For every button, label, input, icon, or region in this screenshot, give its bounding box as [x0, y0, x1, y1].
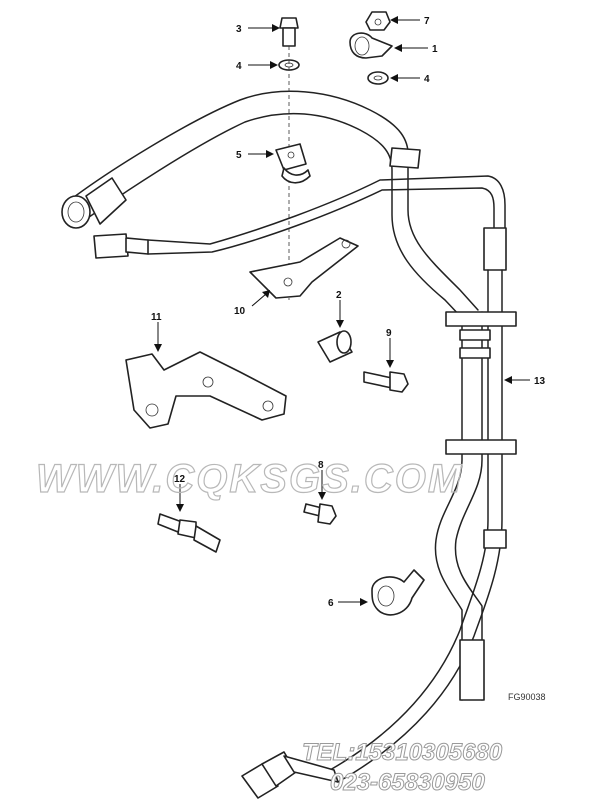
thin-tube-assembly	[93, 175, 507, 271]
bundle-clamp-upper	[445, 311, 517, 327]
figure-code: FG90038	[508, 692, 546, 702]
callout-12: 12	[174, 474, 186, 485]
bundle-clamp-lower	[445, 439, 517, 455]
callout-8: 8	[318, 460, 324, 471]
callout-2: 2	[336, 290, 342, 301]
callout-labels: 3 4 5 7 1 4 10 2 9 11 13 12 8 6	[151, 16, 546, 609]
tube-sleeve	[483, 227, 507, 271]
callout-9: 9	[386, 328, 392, 339]
part-clamp-1	[349, 32, 393, 59]
callout-10: 10	[234, 306, 246, 317]
part-bracket-11	[125, 351, 287, 429]
part-bolt-3	[278, 17, 300, 300]
part-clamp-5	[275, 143, 311, 184]
callout-1: 1	[432, 44, 438, 55]
callout-7: 7	[424, 16, 430, 27]
plug-left	[93, 233, 129, 259]
pipe-fitting	[483, 529, 507, 549]
callout-6: 6	[328, 598, 334, 609]
lower-fitting	[241, 751, 339, 799]
upper-tube-assembly	[61, 90, 479, 319]
contact-tel: TEL:15310305680	[302, 739, 503, 766]
hose-sleeve	[85, 177, 127, 225]
part-bolt-8	[303, 503, 337, 525]
callout-13: 13	[534, 376, 546, 387]
hose-end-left	[61, 195, 91, 229]
callout-11: 11	[151, 312, 162, 323]
hose-sleeve-lower	[459, 639, 485, 701]
part-bolt-9	[363, 371, 409, 393]
watermark-text: WWW.CQKSGS.COM	[36, 457, 463, 501]
part-bracket-10	[249, 237, 359, 299]
leader-lines	[154, 16, 530, 606]
part-stud-12	[157, 513, 221, 553]
part-spacer-2	[317, 330, 353, 363]
callout-5: 5	[236, 150, 242, 161]
callout-3: 3	[236, 24, 242, 35]
part-clamp-6	[371, 569, 425, 616]
washer-4-right	[367, 71, 389, 85]
part-nut-7	[365, 11, 391, 31]
pipe-13-assembly	[329, 269, 517, 783]
callout-4-right: 4	[424, 74, 430, 85]
callout-4-left: 4	[236, 61, 242, 72]
contact-phone: 023-65830950	[330, 769, 485, 796]
